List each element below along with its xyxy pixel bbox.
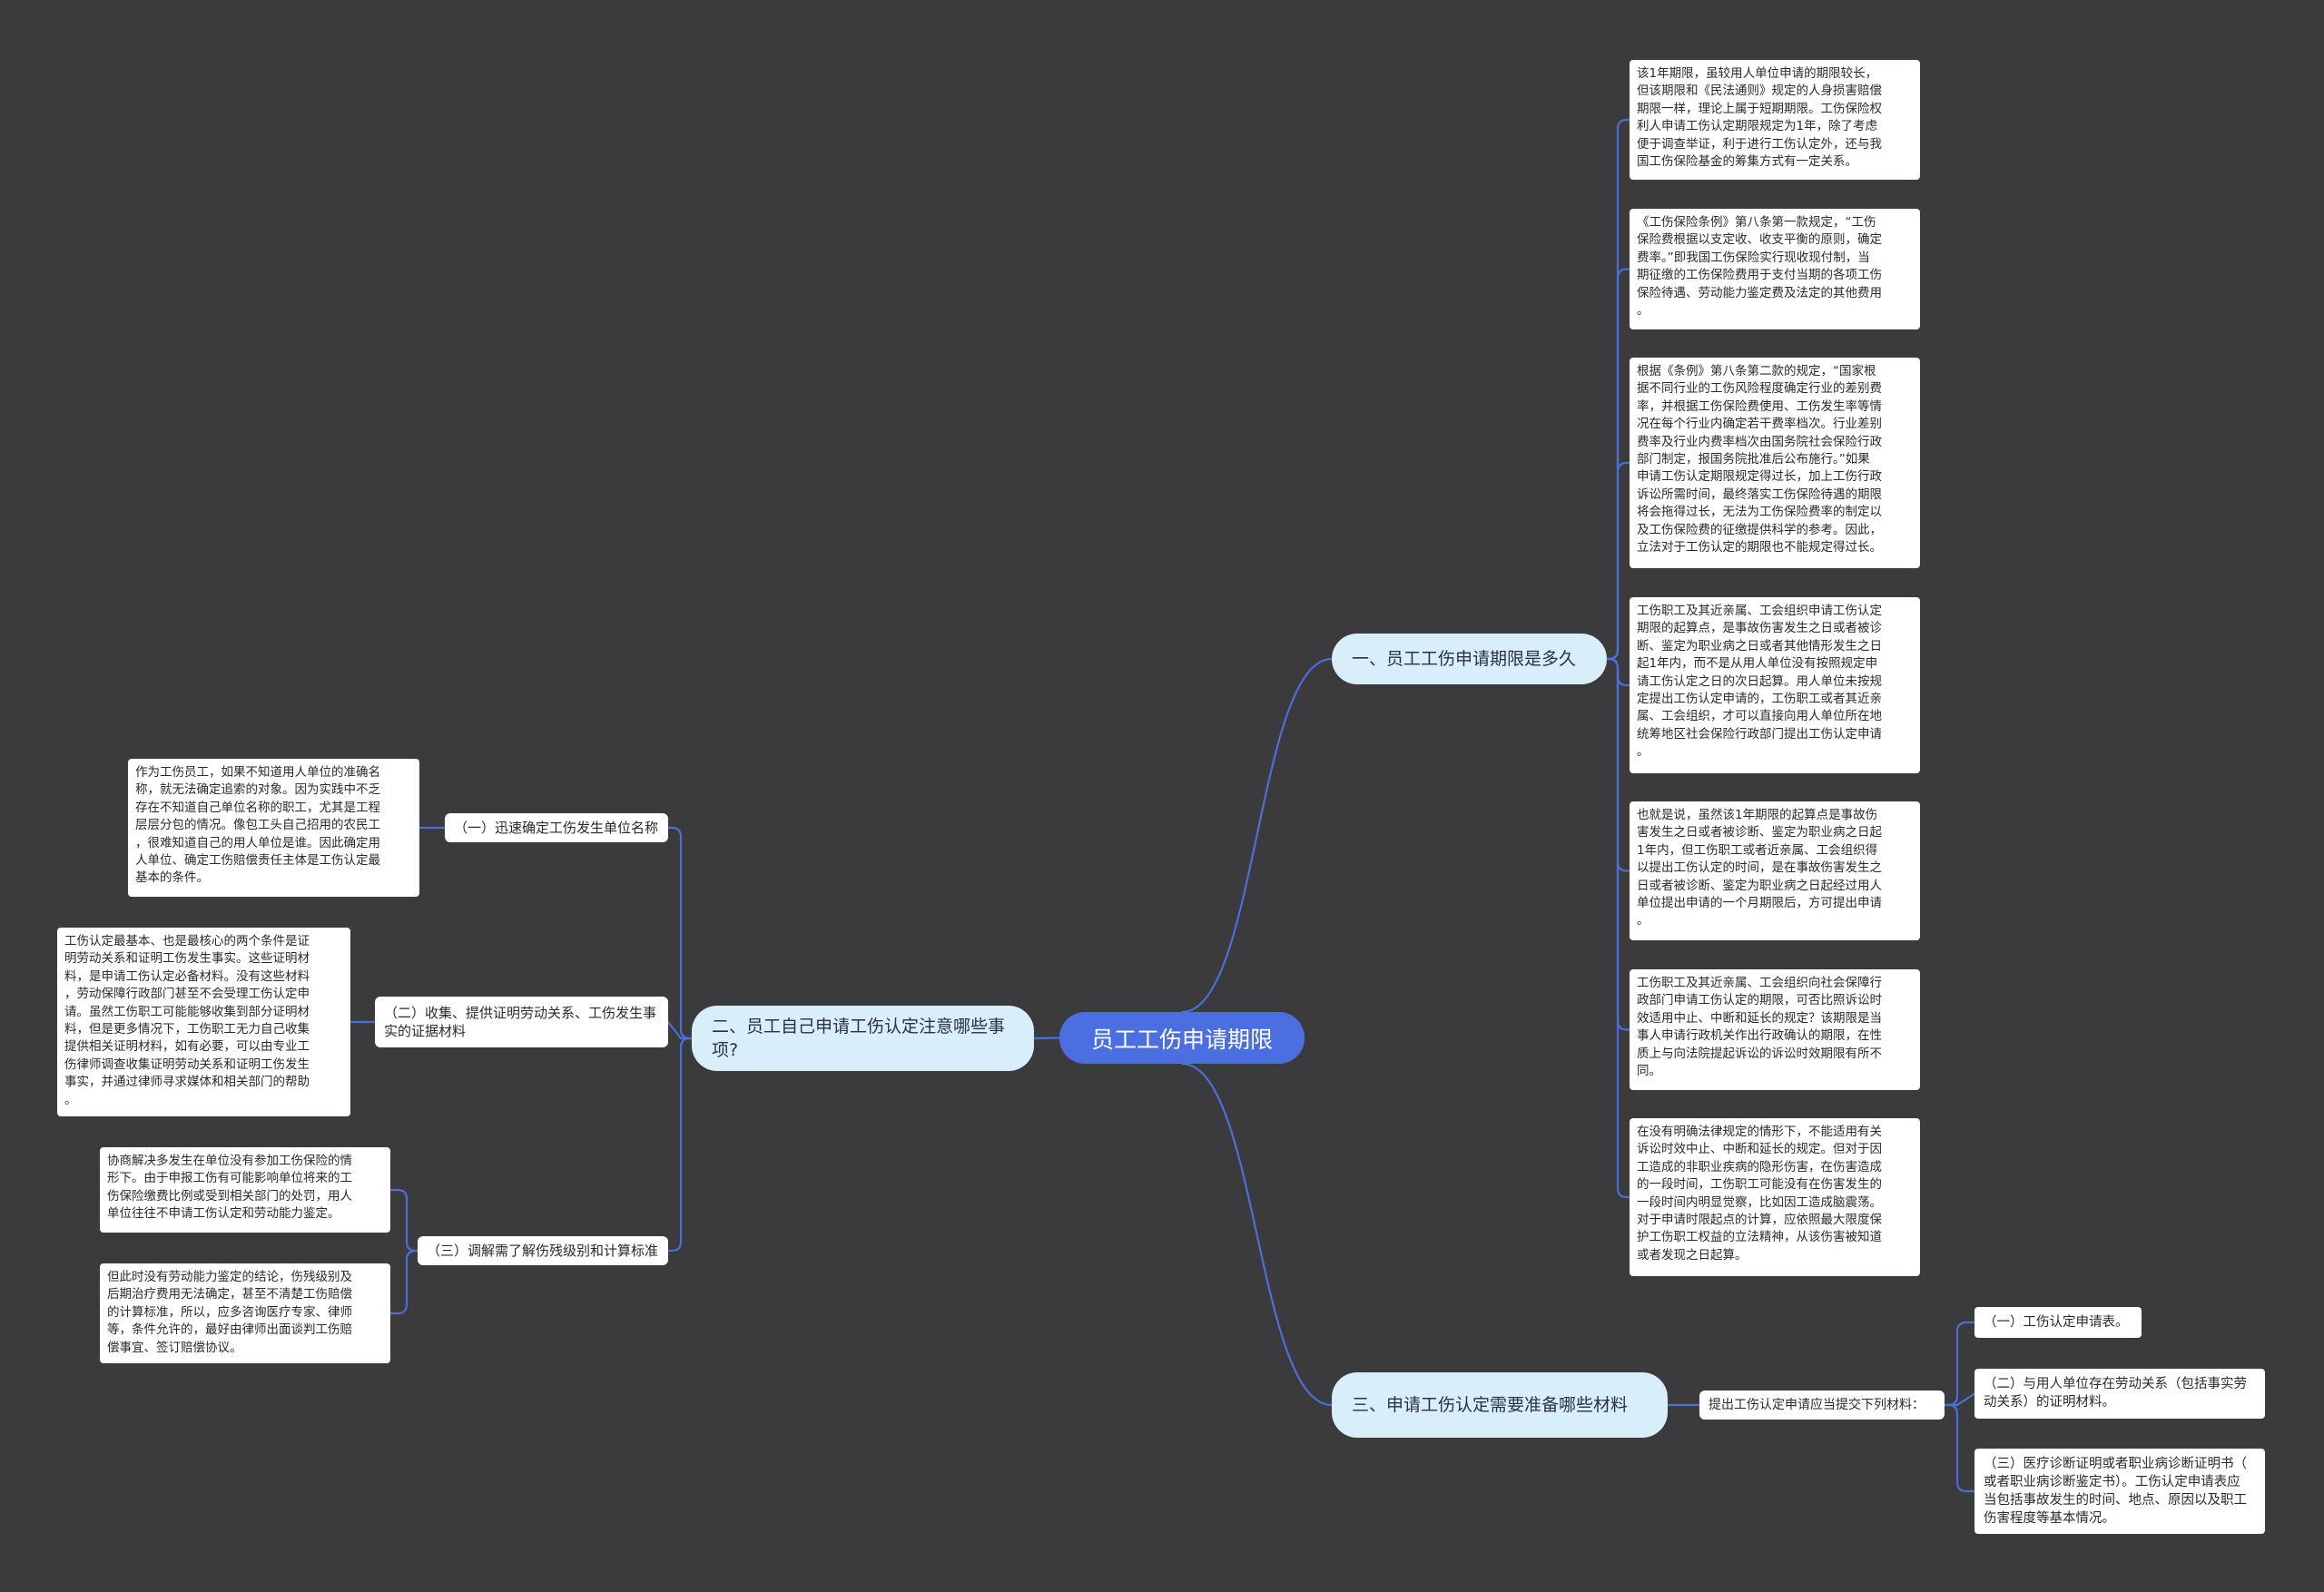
connector-branch1-leaf2	[1607, 461, 1630, 661]
connector-root-branch2	[1033, 1037, 1060, 1040]
leaf-statute-comparison[interactable]: 工伤职工及其近亲属、工会组织向社会保障行 政部门申请工伤认定的期限，可否比照诉讼…	[1630, 969, 1920, 1090]
sub-identify-employer[interactable]: （一）迅速确定工伤发生单位名称	[445, 813, 668, 842]
leaf-consult-experts[interactable]: 但此时没有劳动能力鉴定的结论，伤残级别及 后期治疗费用无法确定，甚至不清楚工伤赔…	[100, 1263, 390, 1363]
leaf-evidence-materials[interactable]: 工伤认定最基本、也是最核心的两个条件是证 明劳动关系和证明工伤发生事实。这些证明…	[57, 928, 350, 1116]
connector-branch2-sub0	[668, 826, 692, 1040]
sub-submit-materials[interactable]: 提出工伤认定申请应当提交下列材料：	[1699, 1391, 1945, 1420]
branch-required-materials[interactable]: 三、申请工伤认定需要准备哪些材料	[1332, 1372, 1668, 1438]
leaf-labor-relation-proof[interactable]: （二）与用人单位存在劳动关系（包括事实劳 动关系）的证明材料。	[1974, 1369, 2265, 1419]
leaf-application-form[interactable]: （一）工伤认定申请表。	[1974, 1307, 2142, 1338]
leaf-employer-name[interactable]: 作为工伤员工，如果不知道用人单位的准确名 称，就无法确定追索的对象。因为实践中不…	[128, 759, 419, 897]
sub-mediation-standards[interactable]: （三）调解需了解伤残级别和计算标准	[418, 1236, 668, 1265]
connector-root-branch3	[1181, 1062, 1333, 1407]
connector-branch3-leaf0	[1945, 1321, 1974, 1407]
connector-root-branch1	[1181, 657, 1333, 1014]
branch-application-deadline[interactable]: 一、员工工伤申请期限是多久	[1332, 634, 1607, 684]
connector-branch1-leaf6	[1607, 657, 1630, 1199]
leaf-start-point[interactable]: 工伤职工及其近亲属、工会组织申请工伤认定 期限的起算点，是事故伤害发生之日或者被…	[1630, 597, 1920, 773]
leaf-one-month-after[interactable]: 也就是说，虽然该1年期限的起算点是事故伤 害发生之日或者被诊断、鉴定为职业病之日…	[1630, 801, 1920, 940]
leaf-one-year-period[interactable]: 该1年期限，虽较用人单位申请的期限较长， 但该期限和《民法通则》规定的人身损害赔…	[1630, 60, 1920, 180]
connector-sub2-leaf1	[390, 1249, 418, 1315]
leaf-negotiation[interactable]: 协商解决多发生在单位没有参加工伤保险的情 形下。由于申报工伤有可能影响单位将来的…	[100, 1147, 390, 1233]
branch-self-application-notes[interactable]: 二、员工自己申请工伤认定注意哪些事项?	[692, 1006, 1034, 1071]
sub-collect-evidence[interactable]: （二）收集、提供证明劳动关系、工伤发生事实的证据材料	[375, 997, 668, 1047]
leaf-hidden-injury[interactable]: 在没有明确法律规定的情形下，不能适用有关 诉讼时效中止、中断和延长的规定。但对于…	[1630, 1118, 1920, 1276]
connector-branch3-leaf1	[1945, 1392, 1975, 1407]
leaf-regulation-art8-2[interactable]: 根据《条例》第八条第二款的规定，“国家根 据不同行业的工伤风险程度确定行业的差别…	[1630, 358, 1920, 568]
connector-branch2-sub2	[668, 1037, 692, 1253]
leaf-medical-diagnosis[interactable]: （三）医疗诊断证明或者职业病诊断证明书（ 或者职业病诊断鉴定书）。工伤认定申请表…	[1974, 1449, 2265, 1534]
connector-sub2-leaf0	[390, 1188, 418, 1253]
root-topic[interactable]: 员工工伤申请期限	[1059, 1012, 1305, 1064]
connector-branch3-leaf2	[1945, 1403, 1974, 1493]
leaf-insurance-regulation-art8-1[interactable]: 《工伤保险条例》第八条第一款规定，“工伤 保险费根据以支定收、收支平衡的原则，确…	[1630, 209, 1920, 329]
